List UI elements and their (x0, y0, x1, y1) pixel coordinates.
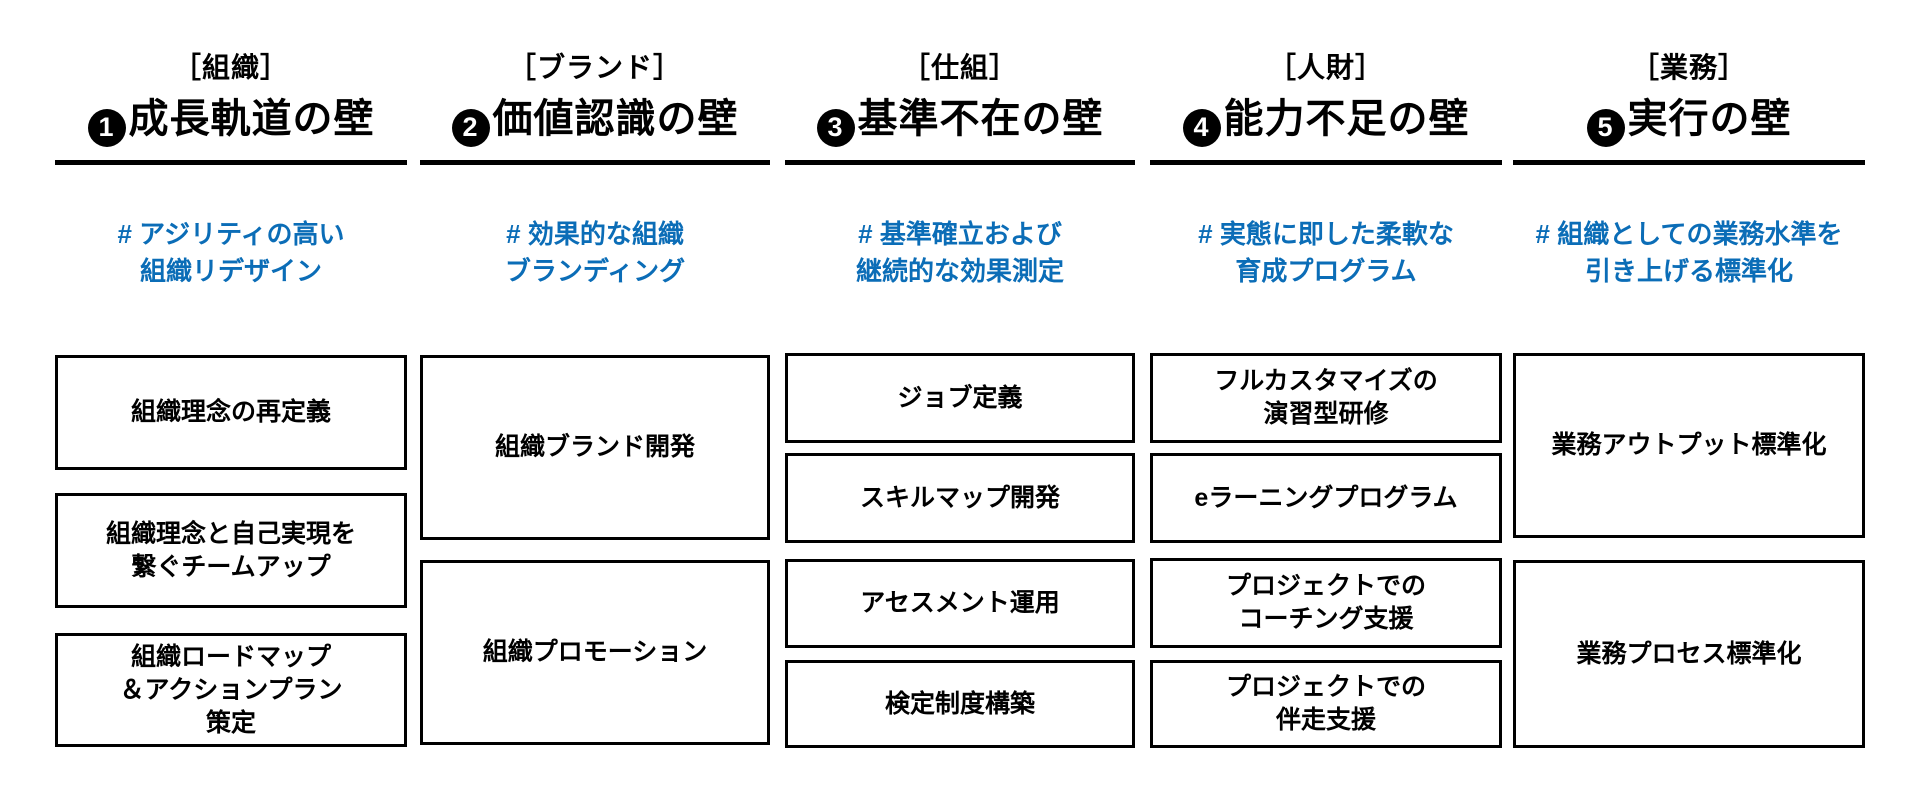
circled-number-badge: 2 (451, 108, 490, 147)
header-rule (1150, 160, 1502, 165)
item-box: プロジェクトでの コーチング支援 (1150, 558, 1502, 648)
item-box: フルカスタマイズの 演習型研修 (1150, 353, 1502, 443)
circled-number-badge: 5 (1586, 108, 1625, 147)
hashtag-text: # 基準確立および 継続的な効果測定 (855, 219, 1064, 286)
wall-title-text: 実行の壁 (1627, 97, 1792, 141)
wall-title-text: 基準不在の壁 (857, 97, 1104, 141)
item-box: 検定制度構築 (785, 660, 1135, 748)
item-box: eラーニングプログラム (1150, 453, 1502, 543)
item-box: 組織理念の再定義 (55, 355, 407, 470)
wall-title-text: 価値認識の壁 (492, 97, 739, 141)
item-box: 組織プロモーション (420, 560, 770, 745)
circled-number-badge: 1 (87, 108, 126, 147)
hashtag-text: # 実態に即した柔軟な 育成プログラム (1198, 219, 1454, 286)
category-label: ［ブランド］ (507, 52, 682, 83)
wall-title-text: 能力不足の壁 (1223, 97, 1470, 141)
item-box: アセスメント運用 (785, 559, 1135, 648)
wall-title-text: 成長軌道の壁 (128, 97, 375, 141)
item-box: ジョブ定義 (785, 353, 1135, 443)
category-label: ［仕組］ (901, 52, 1018, 83)
item-box: 組織ロードマップ ＆アクションプラン 策定 (55, 633, 407, 747)
item-box: 組織ブランド開発 (420, 355, 770, 540)
circled-number-badge: 4 (1182, 108, 1221, 147)
item-box: スキルマップ開発 (785, 453, 1135, 543)
item-box: 組織理念と自己実現を 繋ぐチームアップ (55, 493, 407, 608)
item-box: プロジェクトでの 伴走支援 (1150, 660, 1502, 748)
hashtag-text: # 効果的な組織 ブランディング (504, 219, 686, 286)
header-rule (420, 160, 770, 165)
header-rule (1513, 160, 1865, 165)
item-box: 業務アウトプット標準化 (1513, 353, 1865, 538)
category-label: ［人財］ (1267, 52, 1384, 83)
header-rule (785, 160, 1135, 165)
item-box: 業務プロセス標準化 (1513, 560, 1865, 748)
circled-number-badge: 3 (816, 108, 855, 147)
category-label: ［組織］ (172, 52, 289, 83)
hashtag-text: # 組織としての業務水準を 引き上げる標準化 (1535, 219, 1843, 286)
hashtag-text: # アジリティの高い 組織リデザイン (117, 219, 345, 286)
category-label: ［業務］ (1630, 52, 1747, 83)
header-rule (55, 160, 407, 165)
